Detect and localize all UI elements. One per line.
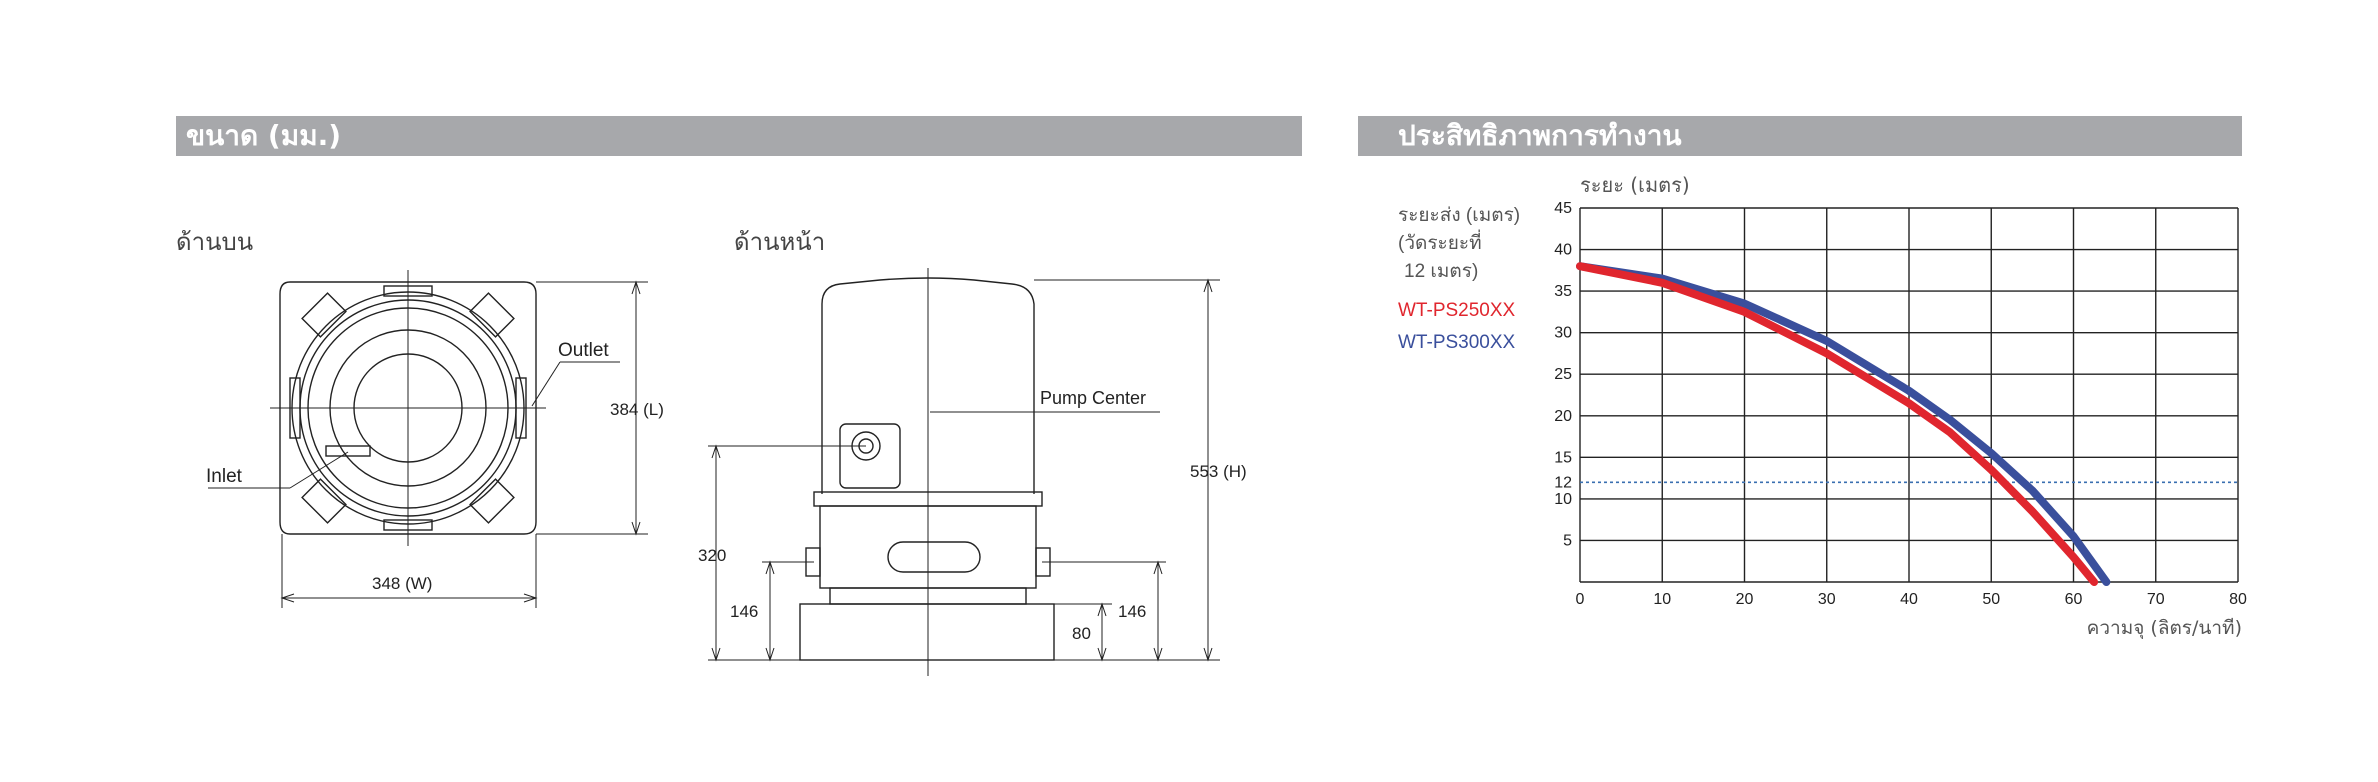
x-tick-label: 60 (2065, 591, 2083, 608)
y-tick-label: 15 (1554, 449, 1572, 466)
width-dimension: 348 (W) (372, 574, 433, 593)
front-view-drawing (708, 268, 1220, 676)
dimension-320: 320 (698, 546, 727, 565)
performance-header: ประสิทธิภาพการทำงาน (1358, 116, 2242, 156)
legend-head-line-1: ระยะส่ง (เมตร) (1398, 205, 1521, 226)
legend-model-a: WT-PS250XX (1398, 300, 1516, 321)
x-tick-label: 80 (2229, 591, 2247, 608)
outlet-label: Outlet (558, 340, 609, 361)
dimension-146-right: 146 (1118, 602, 1147, 621)
y-tick-label: 25 (1554, 366, 1572, 383)
y-tick-label: 12 (1554, 474, 1572, 491)
x-tick-label: 10 (1653, 591, 1671, 608)
y-tick-label: 20 (1554, 408, 1572, 425)
x-axis-label: ความจุ (ลิตร/นาที) (2087, 617, 2242, 640)
x-tick-label: 40 (1900, 591, 1918, 608)
y-axis-label: ระยะ (เมตร) (1580, 173, 1690, 197)
legend-model-b: WT-PS300XX (1398, 332, 1516, 353)
dimension-80: 80 (1072, 624, 1091, 643)
y-tick-label: 35 (1554, 283, 1572, 300)
series-line-wt-ps300xx (1576, 262, 2111, 586)
x-tick-label: 0 (1576, 591, 1585, 608)
x-tick-label: 70 (2147, 591, 2165, 608)
front-view-label: ด้านหน้า (734, 228, 826, 256)
inlet-label: Inlet (206, 466, 242, 487)
top-view-label: ด้านบน (176, 228, 254, 256)
length-dimension: 384 (L) (610, 400, 664, 419)
y-tick-label: 5 (1563, 532, 1572, 549)
x-tick-label: 20 (1736, 591, 1754, 608)
x-tick-label: 30 (1818, 591, 1836, 608)
y-tick-label: 10 (1554, 491, 1572, 508)
legend-head-line-3: 12 เมตร) (1404, 261, 1479, 282)
dimension-146-left: 146 (730, 602, 759, 621)
legend-head-line-2: (วัดระยะที่ (1398, 233, 1482, 254)
x-tick-label: 50 (1982, 591, 2000, 608)
y-tick-label: 40 (1554, 242, 1572, 259)
top-view-drawing (208, 270, 648, 608)
series-line-wt-ps250xx (1576, 262, 2099, 586)
y-tick-label: 30 (1554, 325, 1572, 342)
y-tick-label: 45 (1554, 200, 1572, 217)
dimensions-header: ขนาด (มม.) (176, 116, 1302, 156)
height-dimension: 553 (H) (1190, 462, 1247, 481)
pump-center-label: Pump Center (1040, 388, 1147, 408)
